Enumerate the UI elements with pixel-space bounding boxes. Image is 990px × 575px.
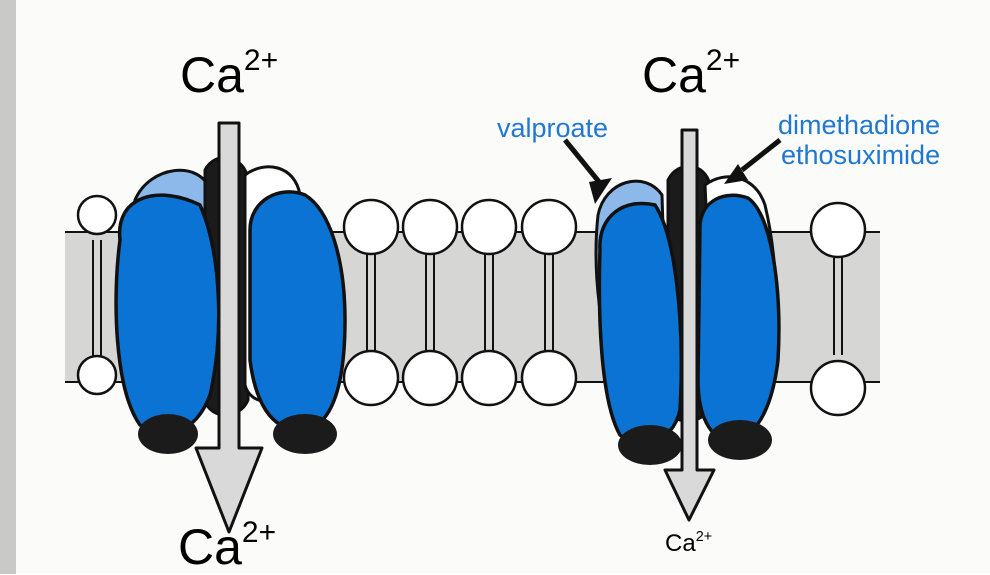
ion-flow-arrows	[194, 121, 716, 534]
left-ion-flow-arrow	[194, 121, 264, 534]
right-ion-flow-arrow	[663, 128, 716, 522]
channel-foot	[138, 414, 198, 454]
channel-subunit-blue	[696, 193, 781, 442]
valproate-pointer-arrow	[563, 138, 602, 185]
ca-label-right-bottom: Ca2+	[665, 528, 713, 557]
ca-label-left-top: Ca2+	[180, 45, 278, 103]
lipid-head	[809, 201, 867, 259]
channel-subunit-blue	[114, 193, 221, 435]
lipid-head	[342, 349, 400, 407]
drug-pointer-arrows	[563, 138, 782, 204]
lipid-head	[76, 354, 118, 396]
channel-subunit-blue	[597, 201, 683, 445]
ca-label-left-bottom: Ca2+	[178, 517, 276, 575]
ca-charge: 2+	[243, 43, 279, 77]
lipid-head	[401, 349, 459, 407]
ethosuximide-label: ethosuximide	[781, 140, 941, 170]
dimethadione-label: dimethadione	[778, 110, 941, 140]
lipid-head	[460, 349, 518, 407]
ca-symbol: Ca	[642, 47, 706, 103]
lipid-head	[460, 198, 518, 256]
ca-symbol: Ca	[665, 530, 696, 557]
ca-charge: 2+	[695, 528, 713, 545]
ethosuximide-arrowhead	[724, 164, 748, 184]
ca-charge: 2+	[241, 515, 277, 549]
lipid-head	[401, 198, 459, 256]
channel-subunit-blue	[248, 190, 347, 432]
ca-symbol: Ca	[180, 47, 244, 103]
channel-foot	[618, 425, 682, 465]
ca-charge: 2+	[705, 43, 741, 77]
channel-foot	[273, 414, 337, 454]
lipid-heads	[76, 194, 867, 417]
valproate-arrowhead	[589, 178, 612, 204]
ca-label-right-top: Ca2+	[642, 45, 740, 103]
page-edge-shadow	[0, 0, 16, 574]
left-calcium-channel	[114, 156, 347, 454]
valproate-label: valproate	[497, 113, 609, 143]
lipid-head	[809, 359, 867, 417]
lipid-head	[520, 198, 578, 256]
lipid-head	[520, 349, 578, 407]
lipid-tails	[92, 240, 843, 365]
ca-symbol: Ca	[178, 519, 242, 575]
channel-foot	[708, 420, 772, 460]
lipid-head	[342, 198, 400, 256]
ethosuximide-pointer-arrow	[740, 138, 782, 172]
lipid-head	[76, 194, 118, 236]
